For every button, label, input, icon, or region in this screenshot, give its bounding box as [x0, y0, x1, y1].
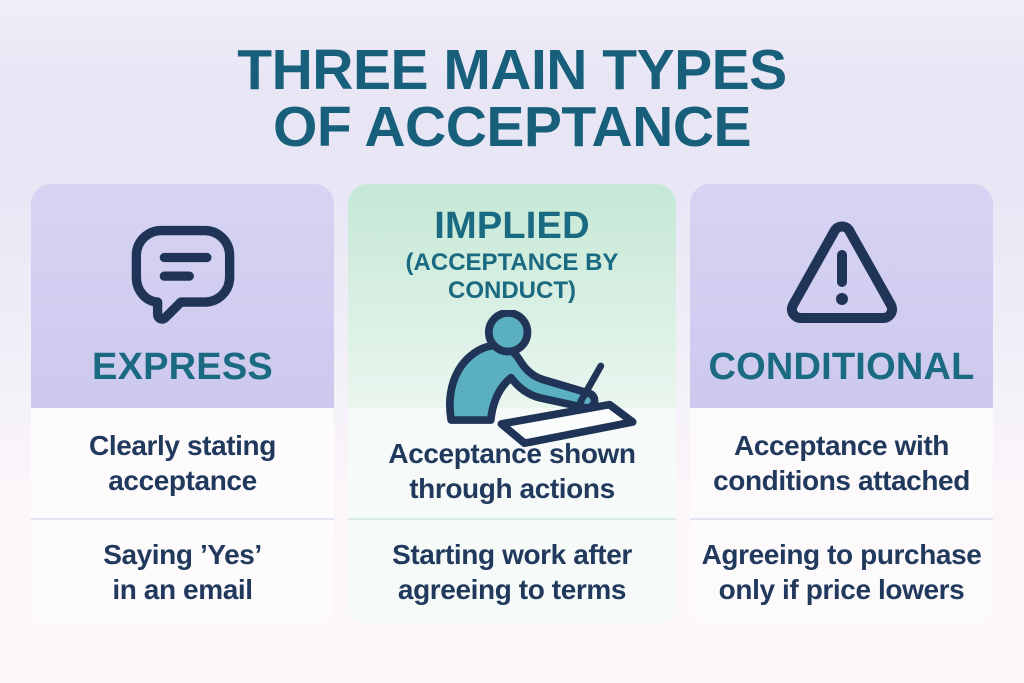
page-title-line-2: OF ACCEPTANCE	[273, 95, 752, 159]
speech-bubble-icon	[120, 215, 246, 329]
card-express-heading: EXPRESS	[92, 346, 273, 388]
card-implied-heading: IMPLIED	[434, 205, 590, 247]
divider	[31, 518, 334, 520]
card-conditional-point-2: Agreeing to purchase only if price lower…	[701, 539, 982, 605]
card-conditional: CONDITIONAL Acceptance with conditions a…	[690, 184, 993, 624]
person-writing-icon	[440, 310, 640, 450]
card-implied-point-1: Acceptance shown through actions	[388, 438, 636, 504]
card-express: EXPRESS Clearly stating acceptance Sayin…	[31, 184, 334, 624]
card-implied-header: IMPLIED (ACCEPTANCE BY CONDUCT)	[348, 184, 676, 448]
infographic-page: THREE MAIN TYPES OF ACCEPTANCE EXPRESS C…	[0, 42, 1024, 683]
cards-row: EXPRESS Clearly stating acceptance Sayin…	[0, 184, 1024, 624]
divider	[348, 518, 676, 520]
card-conditional-body: Acceptance with conditions attached Agre…	[690, 408, 993, 624]
card-express-point-2: Saying ’Yes’ in an email	[103, 539, 262, 605]
card-express-point-1: Clearly stating acceptance	[89, 430, 276, 496]
divider	[690, 518, 993, 520]
card-implied-subheading: (ACCEPTANCE BY CONDUCT)	[405, 249, 619, 304]
card-implied-point-2: Starting work after agreeing to terms	[392, 539, 632, 605]
page-title: THREE MAIN TYPES OF ACCEPTANCE	[0, 42, 1024, 156]
card-express-header: EXPRESS	[31, 184, 334, 408]
card-express-body: Clearly stating acceptance Saying ’Yes’ …	[31, 408, 334, 624]
card-conditional-header: CONDITIONAL	[690, 184, 993, 408]
card-implied: IMPLIED (ACCEPTANCE BY CONDUCT) Accep	[348, 184, 676, 624]
warning-triangle-icon	[779, 215, 905, 329]
card-conditional-point-1: Acceptance with conditions attached	[713, 430, 970, 496]
card-implied-body: Acceptance shown through actions Startin…	[348, 408, 676, 624]
card-conditional-heading: CONDITIONAL	[708, 346, 975, 388]
page-title-line-1: THREE MAIN TYPES	[237, 38, 787, 102]
